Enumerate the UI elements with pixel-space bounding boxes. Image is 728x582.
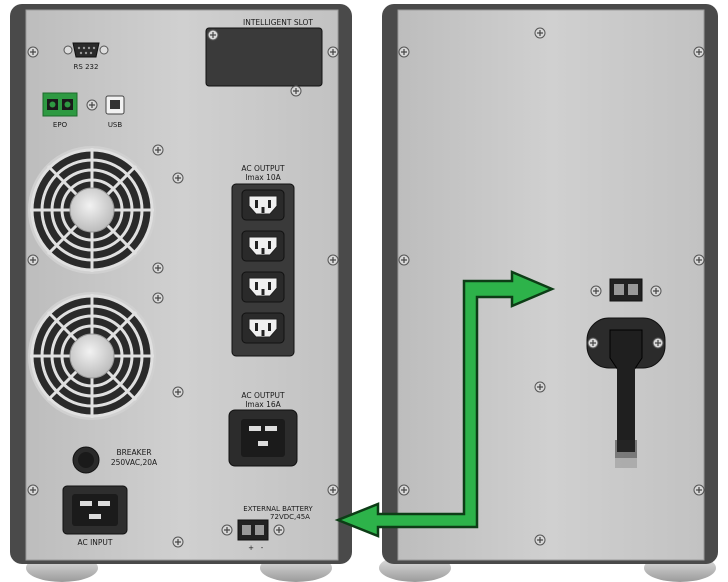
breaker-rating: 250VAC,20A <box>111 458 158 467</box>
ups-rear-unit: INTELLIGENT SLOT RS 232 EPO <box>10 4 352 582</box>
ac-output-16a-socket[interactable] <box>228 409 298 467</box>
screw-icon <box>327 484 339 496</box>
ac-input-socket[interactable] <box>62 485 128 535</box>
intelligent-slot[interactable] <box>205 27 323 87</box>
usb-port[interactable] <box>105 95 125 115</box>
screw-icon <box>27 484 39 496</box>
usb-label: USB <box>108 121 123 129</box>
screw-icon <box>693 46 705 58</box>
breaker-button[interactable] <box>72 446 100 474</box>
ac-output-16a-title: AC OUTPUT <box>241 391 285 400</box>
breaker-label: BREAKER <box>116 448 151 457</box>
battery-cable <box>586 317 666 468</box>
screw-icon <box>398 254 410 266</box>
rs232-port[interactable] <box>63 42 109 58</box>
screw-icon <box>693 254 705 266</box>
screw-icon <box>534 27 546 39</box>
ac-output-socket-4[interactable] <box>241 312 285 344</box>
epo-terminal[interactable] <box>42 92 78 117</box>
fan-lower <box>26 290 158 422</box>
ac-output-16a-rating: Imax 16A <box>245 400 281 409</box>
screw-icon <box>172 536 184 548</box>
screw-icon <box>590 285 602 297</box>
screw-icon <box>152 292 164 304</box>
battery-connection-arrow <box>334 270 556 538</box>
ac-output-socket-1[interactable] <box>241 189 285 221</box>
external-battery-label: EXTERNAL BATTERY <box>243 505 313 513</box>
external-battery-connector[interactable] <box>237 519 269 541</box>
intelligent-slot-label: INTELLIGENT SLOT <box>243 18 313 27</box>
screw-icon <box>290 85 302 97</box>
screw-icon <box>27 46 39 58</box>
external-battery-rating: 72VDC,45A <box>270 513 310 521</box>
screw-icon <box>172 172 184 184</box>
screw-icon <box>27 254 39 266</box>
screw-icon <box>152 144 164 156</box>
ac-output-socket-3[interactable] <box>241 271 285 303</box>
screw-icon <box>534 534 546 546</box>
battery-plus-sign: + <box>248 544 254 552</box>
battery-pack-unit <box>379 4 718 582</box>
screw-icon <box>172 386 184 398</box>
screw-icon <box>327 46 339 58</box>
rs232-label: RS 232 <box>74 63 99 71</box>
screw-icon <box>221 524 233 536</box>
ac-output-10a-rating: Imax 10A <box>245 173 281 182</box>
epo-label: EPO <box>53 121 68 129</box>
screw-icon <box>207 29 219 41</box>
ac-output-socket-2[interactable] <box>241 230 285 262</box>
ac-output-10a-title: AC OUTPUT <box>241 164 285 173</box>
screw-icon <box>534 381 546 393</box>
battery-pack-connector[interactable] <box>609 278 643 302</box>
ac-input-label: AC INPUT <box>77 538 112 547</box>
screw-icon <box>273 524 285 536</box>
screw-icon <box>398 46 410 58</box>
screw-icon <box>650 285 662 297</box>
screw-icon <box>86 99 98 111</box>
screw-icon <box>693 484 705 496</box>
screw-icon <box>398 484 410 496</box>
screw-icon <box>152 262 164 274</box>
screw-icon <box>327 254 339 266</box>
battery-back-panel <box>397 9 705 561</box>
battery-minus-sign: - <box>261 544 264 552</box>
fan-upper <box>26 144 158 276</box>
